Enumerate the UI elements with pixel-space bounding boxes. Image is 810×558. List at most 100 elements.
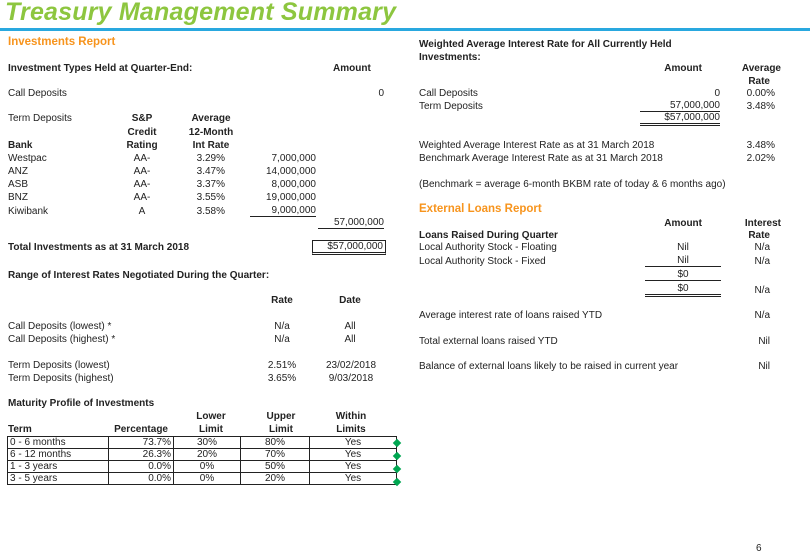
page-title: Treasury Management Summary bbox=[5, 0, 397, 26]
benchmark-label: Benchmark Average Interest Rate as at 31… bbox=[419, 153, 663, 164]
benchmark-value: 2.02% bbox=[746, 153, 775, 164]
col-percentage: Percentage bbox=[114, 424, 168, 435]
col-term: Term bbox=[8, 424, 32, 435]
maturity-table: 0 - 6 months 73.7% 30% 80% Yes 6 - 12 mo… bbox=[7, 436, 397, 485]
range-date: 9/03/2018 bbox=[328, 373, 374, 384]
col-rate: Rate bbox=[271, 295, 293, 306]
bank-rating: AA- bbox=[133, 192, 151, 203]
table-row: 1 - 3 years 0.0% 0% 50% Yes bbox=[7, 460, 397, 473]
col-upper-limit: Limit bbox=[269, 424, 293, 435]
lower-cell: 0% bbox=[173, 460, 241, 473]
loans-total: $0 bbox=[645, 283, 721, 297]
weighted-col-average: Average bbox=[741, 63, 781, 74]
term-deposits-label: Term Deposits bbox=[8, 113, 72, 124]
within-cell: Yes bbox=[309, 448, 397, 461]
bank-name: ASB bbox=[8, 179, 29, 190]
range-date: All bbox=[344, 321, 356, 332]
investment-types-heading: Investment Types Held at Quarter-End: bbox=[8, 63, 193, 74]
lower-cell: 20% bbox=[173, 448, 241, 461]
col-within-limits: Limits bbox=[336, 424, 366, 435]
investments-section-title: Investments Report bbox=[8, 36, 116, 48]
bank-name: BNZ bbox=[8, 192, 28, 203]
col-within: Within bbox=[335, 411, 367, 422]
bank-rate: 3.47% bbox=[196, 166, 225, 177]
col-intrate: Int Rate bbox=[192, 140, 230, 151]
page-number: 6 bbox=[756, 543, 762, 554]
bank-amount: 19,000,000 bbox=[265, 192, 316, 203]
range-label: Call Deposits (lowest) * bbox=[8, 321, 112, 332]
weighted-heading-line2: Investments: bbox=[419, 52, 481, 63]
weighted-row-amount: 0 bbox=[714, 88, 720, 99]
range-rate: N/a bbox=[274, 334, 290, 345]
col-rating: Rating bbox=[126, 140, 158, 151]
total-raised-label: Total external loans raised YTD bbox=[419, 336, 558, 347]
table-row: 6 - 12 months 26.3% 20% 70% Yes bbox=[7, 448, 397, 461]
bank-rate: 3.55% bbox=[196, 192, 225, 203]
range-label: Call Deposits (highest) * bbox=[8, 334, 116, 345]
bank-amount: 8,000,000 bbox=[271, 179, 317, 190]
amount-header: Amount bbox=[333, 63, 371, 74]
avg-loans-value: N/a bbox=[754, 310, 770, 321]
term-cell: 1 - 3 years bbox=[7, 460, 109, 473]
percentage-cell: 0.0% bbox=[108, 472, 174, 485]
loans-subtotal: $0 bbox=[645, 269, 721, 281]
bank-rate: 3.37% bbox=[196, 179, 225, 190]
bank-amount: 9,000,000 bbox=[250, 205, 316, 217]
weighted-row-rate: 0.00% bbox=[746, 88, 775, 99]
weighted-row-label: Call Deposits bbox=[419, 88, 478, 99]
avg-loans-label: Average interest rate of loans raised YT… bbox=[419, 310, 603, 321]
bank-rating: AA- bbox=[133, 153, 151, 164]
term-cell: 0 - 6 months bbox=[7, 436, 109, 449]
percentage-cell: 73.7% bbox=[108, 436, 174, 449]
range-label: Term Deposits (highest) bbox=[8, 373, 114, 384]
wavg-label: Weighted Average Interest Rate as at 31 … bbox=[419, 140, 655, 151]
wavg-value: 3.48% bbox=[746, 140, 775, 151]
col-average: Average bbox=[191, 113, 231, 124]
bank-amount: 14,000,000 bbox=[265, 166, 316, 177]
balance-label: Balance of external loans likely to be r… bbox=[419, 361, 679, 372]
external-loans-title: External Loans Report bbox=[419, 203, 542, 215]
col-credit: Credit bbox=[127, 127, 157, 138]
loans-col-amount: Amount bbox=[664, 218, 702, 229]
upper-cell: 20% bbox=[240, 472, 310, 485]
lower-cell: 0% bbox=[173, 472, 241, 485]
within-cell: Yes bbox=[309, 472, 397, 485]
upper-cell: 70% bbox=[240, 448, 310, 461]
col-sp: S&P bbox=[131, 113, 153, 124]
term-cell: 6 - 12 months bbox=[7, 448, 109, 461]
range-heading: Range of Interest Rates Negotiated Durin… bbox=[8, 270, 270, 281]
col-date: Date bbox=[339, 295, 361, 306]
balance-value: Nil bbox=[758, 361, 770, 372]
range-rate: 2.51% bbox=[267, 360, 297, 371]
call-deposits-label: Call Deposits bbox=[8, 88, 67, 99]
lower-cell: 30% bbox=[173, 436, 241, 449]
col-lower: Lower bbox=[196, 411, 226, 422]
bank-rate: 3.58% bbox=[196, 206, 225, 217]
title-divider bbox=[0, 28, 810, 31]
range-label: Term Deposits (lowest) bbox=[8, 360, 110, 371]
bank-amount: 7,000,000 bbox=[271, 153, 317, 164]
within-cell: Yes bbox=[309, 460, 397, 473]
call-deposits-amount: 0 bbox=[378, 88, 384, 99]
loan-row-rate: N/a bbox=[754, 256, 770, 267]
table-row: 0 - 6 months 73.7% 30% 80% Yes bbox=[7, 436, 397, 449]
loan-row-amount: Nil bbox=[677, 242, 689, 253]
loans-raised-heading: Loans Raised During Quarter bbox=[419, 230, 558, 241]
total-raised-value: Nil bbox=[758, 336, 770, 347]
loans-col-rate: Rate bbox=[748, 230, 770, 241]
term-cell: 3 - 5 years bbox=[7, 472, 109, 485]
bank-name: Westpac bbox=[8, 153, 47, 164]
maturity-heading: Maturity Profile of Investments bbox=[8, 398, 155, 409]
weighted-col-rate: Rate bbox=[748, 76, 770, 87]
loans-col-interest: Interest bbox=[744, 218, 781, 229]
range-rate: 3.65% bbox=[267, 373, 297, 384]
total-investments-amount: $57,000,000 bbox=[312, 240, 386, 255]
loan-row-amount: Nil bbox=[645, 255, 721, 267]
term-deposits-subtotal: 57,000,000 bbox=[318, 217, 384, 229]
loans-total-rate: N/a bbox=[754, 285, 770, 296]
within-cell: Yes bbox=[309, 436, 397, 449]
benchmark-note: (Benchmark = average 6-month BKBM rate o… bbox=[419, 179, 726, 190]
upper-cell: 80% bbox=[240, 436, 310, 449]
loan-row-label: Local Authority Stock - Floating bbox=[419, 242, 557, 253]
weighted-row-rate: 3.48% bbox=[746, 101, 775, 112]
